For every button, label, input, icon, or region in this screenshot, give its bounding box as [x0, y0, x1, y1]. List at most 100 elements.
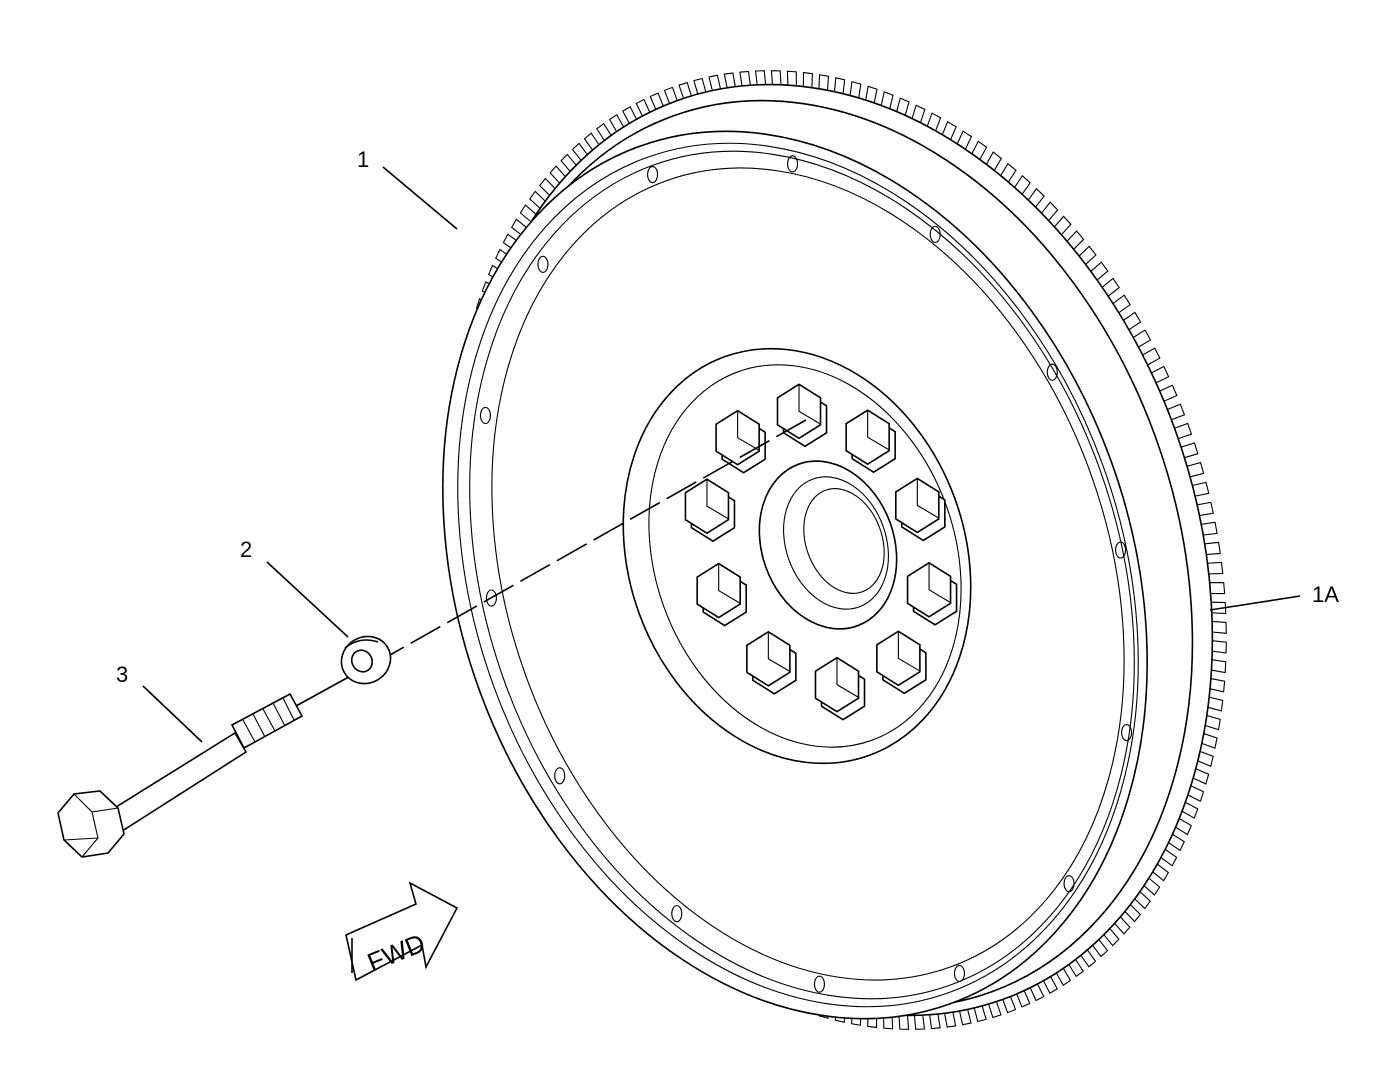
gear-tooth	[723, 72, 736, 89]
gear-tooth	[1040, 201, 1059, 222]
gear-tooth	[770, 70, 782, 86]
gear-tooth	[944, 1011, 957, 1028]
callout-3-leader	[142, 685, 203, 743]
flywheel-rim-inner-2	[469, 150, 1135, 1000]
gear-tooth	[1207, 696, 1224, 712]
mounting-holes	[479, 155, 1133, 993]
gear-tooth	[999, 162, 1017, 183]
gear-tooth	[1211, 640, 1227, 654]
gear-tooth	[1132, 329, 1152, 348]
mounting-hole	[1063, 875, 1075, 893]
mounting-hole	[929, 225, 941, 243]
gear-tooth	[1141, 347, 1161, 366]
forward-direction-arrow: FWD	[345, 881, 459, 982]
gear-tooth	[1027, 187, 1045, 208]
gear-tooth	[1066, 230, 1085, 251]
gear-tooth	[560, 153, 577, 173]
gear-tooth	[1053, 215, 1072, 236]
callout-2-leader	[266, 561, 349, 638]
mounting-hole	[537, 255, 549, 273]
hub-center-bore-inner	[783, 476, 889, 610]
gear-tooth	[571, 142, 589, 162]
mounting-hole	[953, 964, 965, 983]
callout-2-label: 2	[240, 537, 252, 562]
bolt-threads	[242, 697, 295, 743]
gear-tooth	[1091, 938, 1109, 958]
callout-1a-leader	[1209, 595, 1301, 611]
gear-tooth	[1080, 949, 1097, 968]
mounting-hole	[813, 975, 825, 993]
hub-bolt-head	[776, 383, 828, 448]
gear-tooth	[802, 71, 813, 89]
callout-1a-label: 1A	[1312, 582, 1339, 607]
gear-tooth	[538, 177, 556, 197]
gear-tooth	[1124, 903, 1142, 923]
hex-bolt	[57, 692, 304, 858]
washer	[340, 635, 392, 685]
mounting-hole	[787, 155, 799, 173]
gear-tooth	[818, 74, 830, 91]
hub-bolt-head	[876, 630, 927, 695]
gear-tooth	[1113, 916, 1131, 935]
gear-tooth	[958, 1008, 972, 1026]
hub-bolt-head	[746, 630, 797, 695]
flywheel-face-edge	[491, 167, 1125, 981]
gear-tooth	[1122, 311, 1142, 331]
gear-tooth	[708, 74, 722, 92]
gear-tooth	[913, 1014, 926, 1030]
flywheel-assembly	[442, 70, 1227, 1030]
mounting-hole	[671, 905, 683, 923]
gear-tooth	[1209, 581, 1226, 595]
gear-tooth	[1209, 677, 1226, 693]
crankshaft-bolts	[684, 383, 958, 721]
gear-tooth	[1112, 294, 1131, 314]
hub-bolt-head	[906, 561, 958, 626]
mounting-hole	[647, 165, 659, 184]
gear-tooth	[1090, 261, 1109, 281]
gear-tooth	[941, 120, 957, 141]
gear-tooth	[754, 70, 767, 86]
hub-center-bore-outer	[758, 460, 898, 630]
hub-bolt-head	[845, 409, 896, 474]
gear-tooth	[549, 165, 567, 184]
gear-tooth	[1143, 877, 1161, 896]
hub-bolt-head	[715, 409, 766, 474]
hub-step	[648, 364, 962, 748]
callout-1-leader	[382, 166, 458, 230]
assembly-centerline	[389, 419, 807, 656]
gear-tooth	[1204, 714, 1221, 731]
hub-bolt-head	[814, 656, 866, 721]
gear-tooth	[529, 190, 547, 210]
gear-tooth	[928, 1013, 941, 1030]
gear-tooth	[898, 1014, 910, 1030]
gear-tooth	[1210, 659, 1227, 674]
hub-bolt-head	[684, 478, 736, 543]
gear-tooth	[1103, 927, 1120, 947]
mounting-hole	[1115, 541, 1127, 559]
gear-tooth	[1204, 541, 1221, 556]
gear-tooth	[956, 130, 973, 151]
flywheel-rim-inner-1	[457, 142, 1139, 1008]
hub-bolt-head	[696, 562, 747, 627]
gear-tooth	[739, 70, 752, 87]
gear-tooth	[1150, 365, 1170, 384]
mounting-hole	[1121, 723, 1133, 742]
hub-center-bore-deep	[803, 488, 885, 594]
hub-bolt-head	[895, 477, 946, 542]
gear-tooth	[1211, 620, 1227, 634]
mounting-hole	[485, 589, 497, 607]
gear-tooth	[1013, 175, 1031, 196]
gear-tooth	[1078, 245, 1097, 266]
gear-tooth	[1206, 561, 1224, 575]
gear-tooth	[786, 70, 797, 87]
gear-tooth	[1133, 890, 1151, 910]
mounting-hole	[554, 767, 566, 785]
gear-tooth	[985, 151, 1003, 172]
gear-tooth	[1101, 277, 1120, 298]
mounting-hole	[1046, 363, 1058, 381]
gear-tooth	[583, 132, 600, 151]
gear-tooth	[971, 140, 988, 161]
callout-3-label: 3	[116, 662, 128, 687]
callout-1-label: 1	[357, 147, 369, 172]
